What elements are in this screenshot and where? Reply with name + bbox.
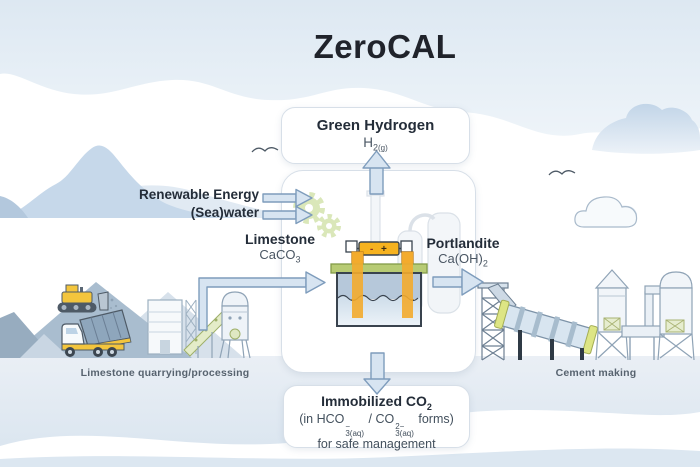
renewable-energy-label: Renewable Energy — [138, 187, 259, 202]
bulldozer — [57, 284, 118, 313]
plus-label: + — [381, 244, 387, 255]
electrode-front — [402, 252, 413, 318]
green-hydrogen-title: Green Hydrogen — [316, 117, 435, 134]
minus-label: - — [370, 244, 373, 255]
input-labels: Renewable Energy (Sea)water — [139, 186, 259, 221]
portlandite-label: Portlandite Ca(OH)2 — [426, 235, 500, 269]
electrolyzer: - + — [330, 240, 428, 327]
gear-icon — [293, 192, 341, 238]
page-title: ZeroCAL — [313, 28, 457, 65]
electrode-front — [352, 252, 363, 318]
hydrogen-formula: H2(g) — [363, 135, 388, 153]
limestone-label: Limestone CaCO3 — [244, 231, 315, 265]
mountain — [0, 145, 300, 218]
cloud — [592, 103, 700, 154]
co2-management-line: for safe management — [317, 436, 436, 451]
rotary-kiln — [494, 299, 598, 360]
cloud-outline — [574, 196, 638, 228]
caption-quarrying: Limestone quarrying/processing — [80, 367, 250, 379]
sky-band — [0, 0, 700, 139]
power-supply — [358, 241, 400, 256]
caption-cement: Cement making — [555, 367, 637, 379]
seawater-label: (Sea)water — [190, 204, 259, 220]
bottom-wave-blue — [0, 448, 700, 467]
cement-plant-towers — [594, 269, 695, 361]
co2-title: Immobilized CO2 — [321, 393, 432, 412]
processing-building — [147, 299, 197, 355]
terminal-left — [345, 240, 358, 253]
green-hydrogen-box: Green Hydrogen H2(g) — [281, 107, 470, 164]
dump-truck — [61, 309, 132, 357]
